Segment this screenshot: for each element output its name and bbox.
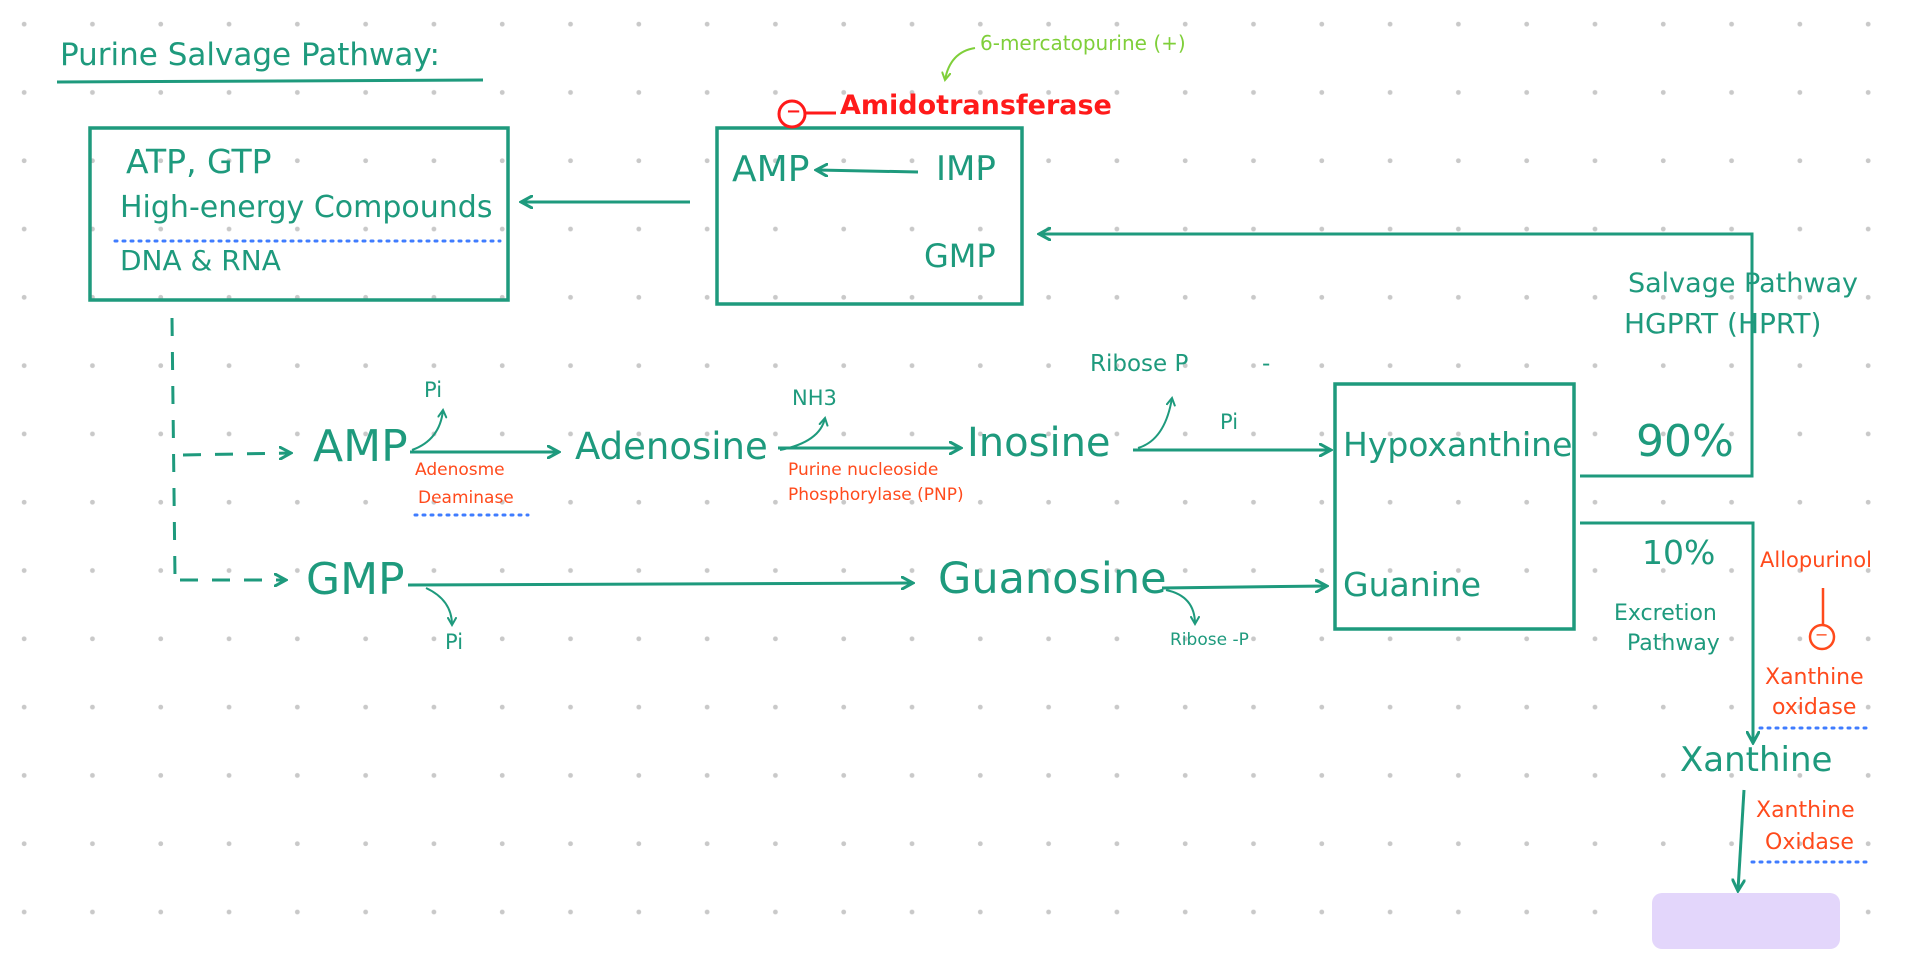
- title-underline: [56, 78, 484, 84]
- excretion-label-2: Pathway: [1627, 631, 1720, 656]
- energy-box-line3: DNA & RNA: [120, 244, 281, 277]
- xanthine-label: Xanthine: [1680, 740, 1833, 780]
- excretion-pathway-arrow: [1580, 521, 1753, 742]
- imp-to-amp-arrow: [817, 170, 919, 172]
- hypoxanthine-label: Hypoxanthine: [1343, 425, 1573, 464]
- xanthine-oxidase-2-line2: Oxidase: [1765, 830, 1854, 855]
- pnp-label-1: Purine nucleoside: [788, 460, 939, 480]
- energy-box-line2: High-energy Compounds: [120, 190, 493, 225]
- adenosine-deaminase-label-1: Adenosme: [415, 460, 505, 480]
- ribose-p-label-guanosine: Ribose -P: [1170, 630, 1249, 650]
- dashed-down-line: [170, 317, 177, 579]
- pi-release-curve-gmp: [425, 587, 452, 625]
- synthesis-gmp: GMP: [924, 237, 996, 275]
- ribose-p-release-curve-guanosine: [1165, 589, 1195, 624]
- dashed-amp-arrow: [182, 453, 290, 455]
- energy-box: [88, 126, 510, 302]
- excretion-label-1: Excretion: [1614, 601, 1717, 626]
- mercaptopurine-arrow: [945, 47, 976, 80]
- xanthine-to-product-arrow: [1738, 789, 1744, 890]
- nh3-release-curve: [779, 418, 825, 451]
- adenosine-label: Adenosine: [575, 425, 768, 468]
- ribose-p-release-curve: [1137, 398, 1172, 449]
- excretion-percent: 10%: [1642, 533, 1716, 572]
- pi-release-curve: [411, 410, 443, 451]
- synthesis-amp: AMP: [732, 149, 810, 190]
- pathway-gmp: GMP: [306, 554, 405, 605]
- amidotransferase-inhibit-symbol: −: [786, 101, 802, 122]
- energy-box-line1: ATP, GTP: [126, 142, 272, 181]
- synthesis-imp: IMP: [936, 149, 996, 189]
- xanthine-oxidase-1-line1: Xanthine: [1765, 665, 1864, 690]
- guanine-label: Guanine: [1343, 565, 1482, 604]
- salvage-pathway-arrow: [1040, 234, 1754, 478]
- mercaptopurine-label: 6-mercatopurine (+): [980, 31, 1186, 55]
- guanosine-to-guanine-arrow: [1161, 586, 1326, 588]
- bases-box: [1333, 382, 1576, 631]
- xanthine-oxidase-1-line2: oxidase: [1772, 695, 1857, 720]
- salvage-pathway-label: Salvage Pathway: [1628, 268, 1858, 299]
- ribose-p-label-inosine: Ribose P: [1090, 351, 1189, 377]
- product-placeholder-box: [1652, 893, 1840, 949]
- amidotransferase-label: Amidotransferase: [840, 90, 1112, 121]
- allopurinol-label: Allopurinol: [1760, 548, 1872, 572]
- allopurinol-inhibit-symbol: −: [1815, 625, 1829, 644]
- pi-label-inosine: Pi: [1220, 410, 1239, 434]
- pi-label-amp: Pi: [424, 378, 443, 402]
- stray-dash: -: [1262, 351, 1271, 377]
- gmp-to-guanosine-arrow: [407, 583, 912, 585]
- pnp-label-2: Phosphorylase (PNP): [788, 485, 964, 505]
- salvage-percent: 90%: [1636, 416, 1734, 467]
- allopurinol-inhibit-icon: [1808, 623, 1836, 651]
- guanosine-label: Guanosine: [938, 554, 1167, 604]
- adenosine-deaminase-label-2: Deaminase: [418, 488, 514, 508]
- synthesis-box: [715, 126, 1024, 306]
- pathway-amp: AMP: [313, 421, 408, 472]
- hgprt-label: HGPRT (HPRT): [1624, 307, 1822, 340]
- pi-label-gmp: Pi: [445, 630, 464, 654]
- nh3-label: NH3: [792, 386, 837, 410]
- diagram-title: Purine Salvage Pathway:: [60, 37, 440, 73]
- xanthine-oxidase-2-line1: Xanthine: [1756, 798, 1855, 823]
- inosine-label: Inosine: [967, 420, 1111, 466]
